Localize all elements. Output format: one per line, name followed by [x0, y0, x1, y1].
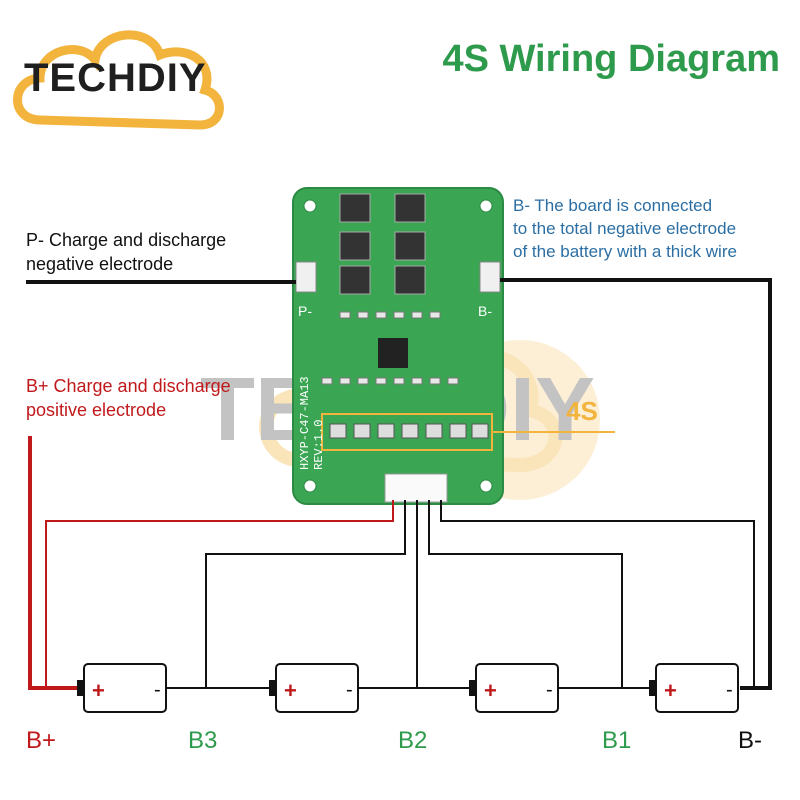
balance-wires	[205, 500, 755, 688]
bms-board: P- B- 4S HXYP-C47-MA13	[292, 187, 615, 505]
terminal-label-b2: B2	[398, 727, 428, 754]
terminal-label-b1: B1	[602, 727, 632, 754]
note-b-minus: B- The board is connected to the total n…	[513, 194, 737, 263]
terminal-label-b-minus: B-	[738, 727, 762, 754]
board-rev: REV:1.0	[312, 420, 326, 470]
board-model: HXYP-C47-MA13	[298, 376, 312, 470]
battery-plus: +	[664, 678, 677, 703]
note-line: of the battery with a thick wire	[513, 242, 737, 261]
battery-minus: -	[546, 679, 553, 701]
battery-plus: +	[92, 678, 105, 703]
mosfet-array	[339, 193, 426, 295]
pad-p-minus	[295, 261, 317, 293]
note-p-minus: P- Charge and discharge negative electro…	[26, 228, 226, 276]
note-b-plus: B+ Charge and discharge positive electro…	[26, 374, 231, 422]
balance-resistors	[329, 423, 489, 439]
note-line: to the total negative electrode	[513, 219, 737, 238]
battery-plus: +	[284, 678, 297, 703]
cell-count-label: 4S	[566, 396, 598, 426]
terminal-label-b3: B3	[188, 727, 218, 754]
bms-chip	[378, 338, 408, 368]
smd-components	[321, 311, 459, 385]
pad-label-b-minus: B-	[478, 303, 492, 319]
note-line: B+ Charge and discharge	[26, 376, 231, 396]
battery-plus: +	[484, 678, 497, 703]
logo-cloud-icon	[13, 30, 224, 130]
wire-b-plus	[28, 436, 394, 690]
battery-cell-4: + -	[649, 663, 739, 713]
battery-cell-3: + -	[469, 663, 559, 713]
pad-b-minus	[479, 261, 501, 293]
note-line: B- The board is connected	[513, 196, 713, 215]
balance-connector[interactable]	[384, 473, 448, 503]
page-title: 4S Wiring Diagram	[442, 38, 780, 80]
pad-label-p-minus: P-	[298, 303, 312, 319]
note-line: negative electrode	[26, 254, 174, 274]
battery-minus: -	[346, 679, 353, 701]
logo-text: TECHDIY	[24, 56, 207, 100]
battery-minus: -	[154, 679, 161, 701]
battery-minus: -	[726, 679, 733, 701]
battery-cell-1: + -	[77, 663, 167, 713]
note-line: P- Charge and discharge	[26, 230, 227, 250]
note-line: positive electrode	[26, 400, 167, 420]
terminal-label-b-plus: B+	[26, 727, 57, 754]
battery-cell-2: + -	[269, 663, 359, 713]
